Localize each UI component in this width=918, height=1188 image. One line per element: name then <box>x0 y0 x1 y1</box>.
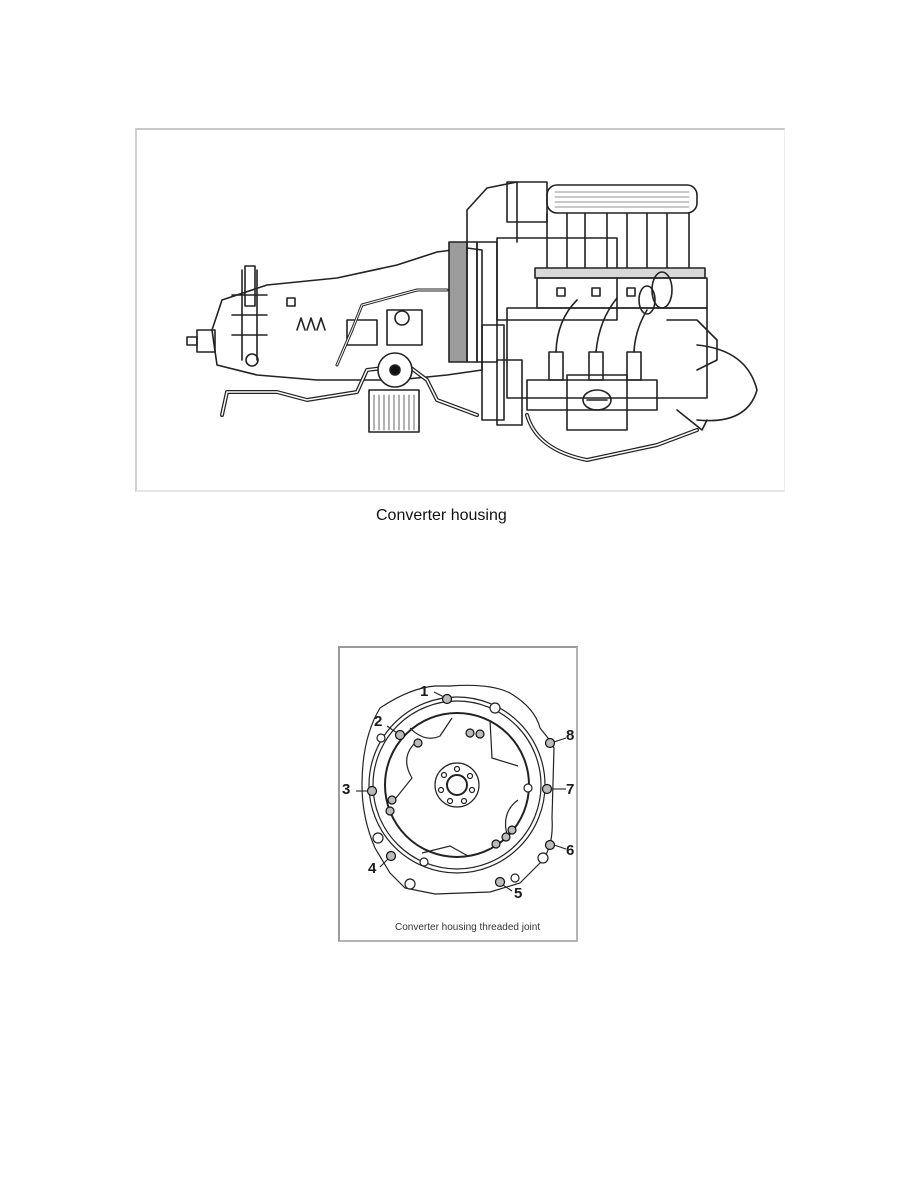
callout-label-3: 3 <box>342 781 351 798</box>
figure-caption-converter-housing: Converter housing <box>376 507 507 524</box>
callout-label-5: 5 <box>514 885 523 902</box>
callout-label-7: 7 <box>566 781 575 798</box>
callout-label-2: 2 <box>374 713 383 730</box>
callout-label-8: 8 <box>566 727 575 744</box>
converter-housing-threaded-joint-figure: 1 2 3 4 5 6 7 8 Converter housing thread… <box>338 646 578 942</box>
engine-transmission-illustration <box>186 181 758 462</box>
callout-label-6: 6 <box>566 842 575 859</box>
callout-label-1: 1 <box>420 683 429 700</box>
figure-caption-threaded-joint: Converter housing threaded joint <box>395 922 541 933</box>
converter-housing-illustration <box>356 684 567 895</box>
callout-label-4: 4 <box>368 860 377 877</box>
engine-transmission-figure <box>135 128 785 492</box>
